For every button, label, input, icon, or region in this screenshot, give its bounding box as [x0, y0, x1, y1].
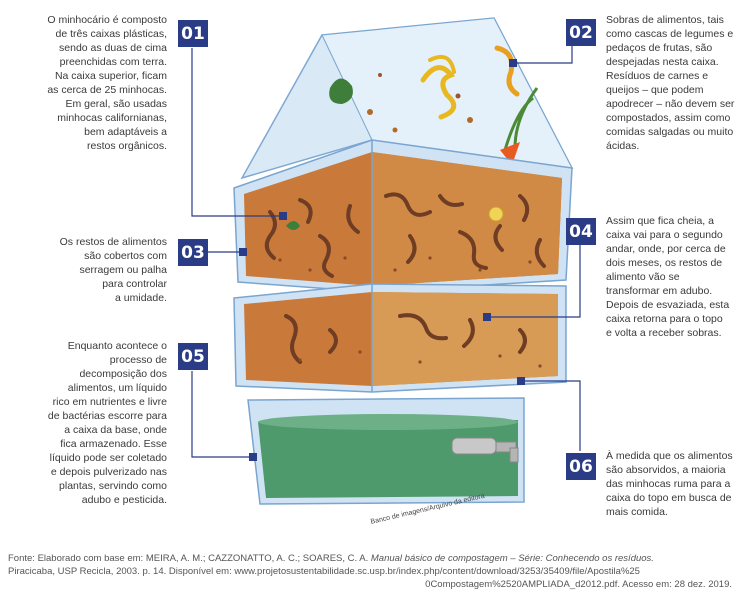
callout-04-text: Assim que fica cheia, a caixa vai para o… [606, 214, 742, 340]
callout-04-badge: 04 [566, 218, 596, 245]
middle-box [234, 284, 566, 392]
callout-03-text: Os restos de alimentos são cobertos com … [0, 235, 167, 305]
source-line-3: 0Compostagem%2520AMPLIADA_d2012.pdf. Ace… [8, 579, 732, 591]
callout-05-text: Enquanto acontece o processo de decompos… [0, 339, 167, 507]
callout-06-badge: 06 [566, 453, 596, 480]
source-line-1: Fonte: Elaborado com base em: MEIRA, A. … [8, 553, 736, 565]
source-line-2: Piracicaba, USP Recicla, 2003. p. 14. Di… [8, 566, 736, 578]
callout-01-badge: 01 [178, 20, 208, 47]
callout-02-text: Sobras de alimentos, tais como cascas de… [606, 13, 742, 153]
callout-05-badge: 05 [178, 343, 208, 370]
callout-06-text: À medida que os alimentos são absorvidos… [606, 449, 742, 519]
callout-03-badge: 03 [178, 239, 208, 266]
fruit-piece [489, 207, 503, 221]
callout-02-badge: 02 [566, 19, 596, 46]
base-box [248, 398, 524, 504]
callout-01-text: O minhocário é composto de três caixas p… [0, 13, 167, 153]
